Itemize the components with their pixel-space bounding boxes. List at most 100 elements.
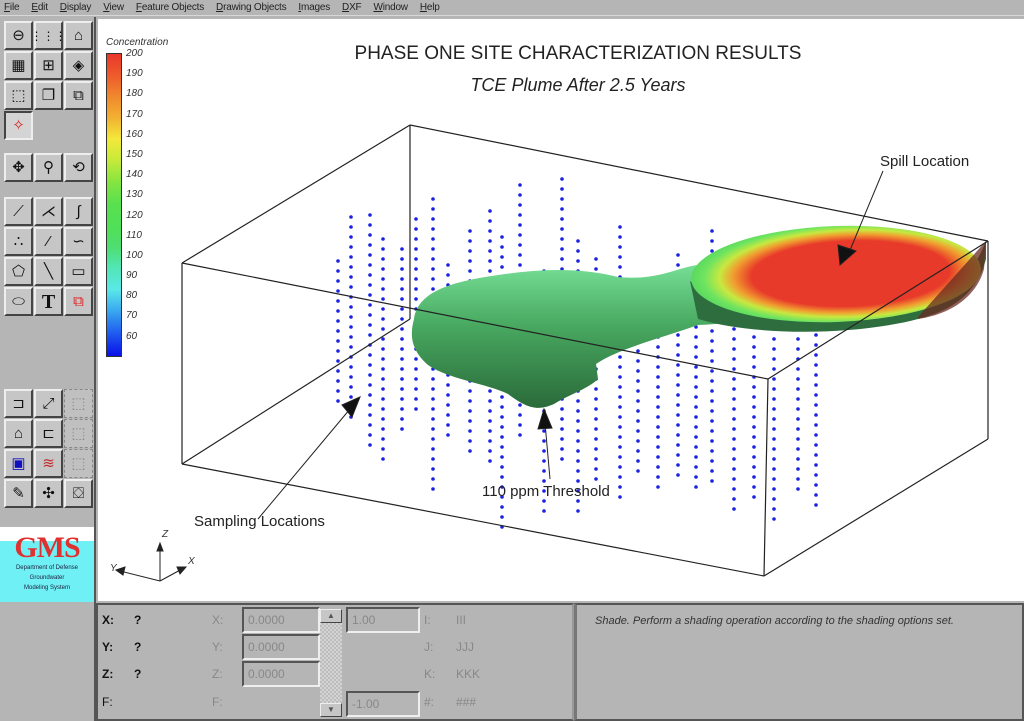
gms-logo-line2: Groundwater xyxy=(29,575,65,581)
edit-y-field[interactable] xyxy=(242,634,320,660)
cursor-f-label: F: xyxy=(102,695,113,709)
display-tools: ⊖ ⋮⋮⋮ ⌂ ▦ ⊞ ◈ ⬚ ❐ ⧉ ✧ xyxy=(4,21,93,140)
view-disabled-icon: ⬚ xyxy=(64,419,93,448)
frame-icon[interactable]: ✣ xyxy=(34,479,63,508)
draw-line-icon[interactable]: ╲ xyxy=(34,257,63,286)
view-box-filled-icon[interactable]: ❐ xyxy=(34,81,63,110)
spin-up-button[interactable]: ▲ xyxy=(320,609,342,623)
lighting-icon[interactable]: ⛋ xyxy=(64,479,93,508)
view-tools: ⊐ ⤢ ⬚ ⌂ ⊏ ⬚ ▣ ≋ ⬚ ✎ ✣ ⛋ xyxy=(4,389,93,508)
draw-ellipse-icon[interactable]: ⬭ xyxy=(4,287,33,316)
spill-hotspot xyxy=(691,225,981,323)
oblique-view-icon[interactable]: ⤢ xyxy=(34,389,63,418)
zoom-icon[interactable]: ⚲ xyxy=(34,153,63,182)
spin-max-field[interactable] xyxy=(346,607,420,633)
select-arc-icon[interactable]: ⟋ xyxy=(4,197,33,226)
menu-drawing-objects[interactable]: Drawing Objects xyxy=(216,2,287,13)
select-polygon-icon[interactable]: ⬠ xyxy=(4,257,33,286)
select-vertex-icon[interactable]: ∫ xyxy=(64,197,93,226)
chart-subtitle: TCE Plume After 2.5 Years xyxy=(470,75,686,95)
help-strip: Shade. Perform a shading operation accor… xyxy=(574,603,1024,721)
navigation-tools: ✥ ⚲ ⟲ xyxy=(4,153,93,182)
edit-x-label: X: xyxy=(212,613,224,627)
menu-feature-objects[interactable]: Feature Objects xyxy=(135,2,205,13)
index-number-value: ### xyxy=(456,695,477,709)
view-solid-icon[interactable]: ⌂ xyxy=(64,21,93,50)
edit-y-label: Y: xyxy=(212,640,223,654)
annotation-arrows xyxy=(257,170,884,520)
plume-3d-scene: Z Y X xyxy=(110,124,989,582)
graphics-window[interactable]: Z Y X Concentration 200 190 180 170 160 … xyxy=(98,19,1024,601)
index-j-label: J: xyxy=(424,640,434,654)
legend-tick: 100 xyxy=(126,249,143,261)
edit-x-field[interactable] xyxy=(242,607,320,633)
rotate-icon[interactable]: ⟲ xyxy=(64,153,93,182)
legend-tick: 90 xyxy=(126,270,138,282)
bounding-box-back xyxy=(181,124,989,319)
menu-display[interactable]: Display xyxy=(59,2,92,13)
gms-logo: GMS Department of Defense Groundwater Mo… xyxy=(0,527,94,602)
index-number-label: #: xyxy=(424,695,435,709)
legend-tick: 80 xyxy=(126,290,138,302)
axis-y-label: Y xyxy=(110,563,118,574)
view-cells-icon[interactable]: ⊞ xyxy=(34,51,63,80)
help-text: Shade. Perform a shading operation accor… xyxy=(595,615,954,627)
edit-z-label: Z: xyxy=(212,667,223,681)
edit-z-field[interactable] xyxy=(242,661,320,687)
menu-help[interactable]: Help xyxy=(419,2,440,13)
menu-images[interactable]: Images xyxy=(298,2,331,13)
cursor-x-value: ? xyxy=(134,613,142,627)
axis-z-label: Z xyxy=(161,529,169,540)
index-i-value: III xyxy=(456,613,467,627)
index-k-label: K: xyxy=(424,667,436,681)
shade-icon[interactable]: ✧ xyxy=(4,111,33,140)
legend-tick: 180 xyxy=(126,88,143,100)
index-j-value: JJJ xyxy=(456,640,474,654)
select-node-icon[interactable]: ⋌ xyxy=(34,197,63,226)
menu-edit[interactable]: Edit xyxy=(31,2,48,13)
create-line-icon[interactable]: ⁄ xyxy=(34,227,63,256)
disabled-tool-icon: ⬚ xyxy=(64,449,93,478)
view-grid-icon[interactable]: ▦ xyxy=(4,51,33,80)
legend-tick: 140 xyxy=(126,169,143,181)
legend-tick: 70 xyxy=(126,310,138,322)
menu-file[interactable]: File xyxy=(4,2,20,13)
legend-tick: 190 xyxy=(126,68,143,80)
cursor-z-label: Z: xyxy=(102,667,114,681)
text-select-icon[interactable]: ⧉ xyxy=(64,287,93,316)
cursor-z-value: ? xyxy=(134,667,142,681)
legend-title: Concentration xyxy=(106,37,169,48)
plan-view-icon[interactable]: ⊐ xyxy=(4,389,33,418)
gms-logo-line1: Department of Defense xyxy=(15,565,79,571)
menu-bar: File Edit Display View Feature Objects D… xyxy=(0,0,1024,16)
view-columns-icon[interactable]: ⋮⋮⋮ xyxy=(31,21,67,50)
create-curve-icon[interactable]: ∽ xyxy=(64,227,93,256)
cursor-x-label: X: xyxy=(102,613,114,627)
view-box-cut-icon[interactable]: ⧉ xyxy=(64,81,93,110)
spin-min-field[interactable] xyxy=(346,691,420,717)
menu-window[interactable]: Window xyxy=(373,2,408,13)
pan-icon[interactable]: ✥ xyxy=(4,153,33,182)
menu-view[interactable]: View xyxy=(103,2,124,13)
index-k-value: KKK xyxy=(456,667,481,681)
spin-down-button[interactable]: ▼ xyxy=(320,703,342,717)
drawing-tools: ⟋ ⋌ ∫ ∴ ⁄ ∽ ⬠ ╲ ▭ ⬭ T ⧉ xyxy=(4,197,93,316)
legend-tick: 160 xyxy=(126,128,143,140)
view-box-icon[interactable]: ⬚ xyxy=(4,81,33,110)
cursor-y-value: ? xyxy=(134,640,142,654)
side2-view-icon[interactable]: ⊏ xyxy=(34,419,63,448)
brush-icon[interactable]: ✎ xyxy=(4,479,33,508)
create-points-icon[interactable]: ∴ xyxy=(4,227,33,256)
display-options-icon[interactable]: ▣ xyxy=(4,449,33,478)
text-icon[interactable]: T xyxy=(34,287,63,316)
increment-spinner[interactable]: ▲ ▼ xyxy=(320,609,342,717)
view-surface-icon[interactable]: ◈ xyxy=(64,51,93,80)
menu-dxf[interactable]: DXF xyxy=(342,2,362,13)
gms-logo-line3: Modeling System xyxy=(23,585,71,591)
draw-rectangle-icon[interactable]: ▭ xyxy=(64,257,93,286)
front-view-disabled-icon: ⬚ xyxy=(64,389,93,418)
view-ortho-icon[interactable]: ⊖ xyxy=(4,21,33,50)
side-view-icon[interactable]: ⌂ xyxy=(4,419,33,448)
tool-palette: ⊖ ⋮⋮⋮ ⌂ ▦ ⊞ ◈ ⬚ ❐ ⧉ ✧ ✥ ⚲ ⟲ ⟋ ⋌ ∫ ∴ ⁄ ∽ … xyxy=(0,17,96,721)
contour-options-icon[interactable]: ≋ xyxy=(34,449,63,478)
